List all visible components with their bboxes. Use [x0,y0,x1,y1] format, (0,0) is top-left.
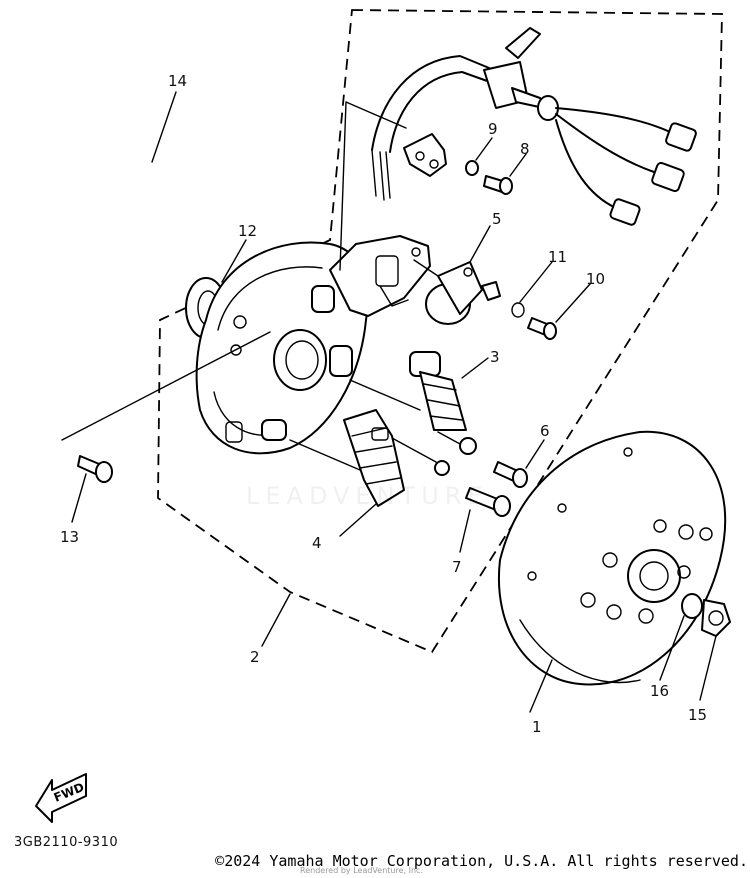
diagram-code: 3GB2110-9310 [14,835,119,850]
clamp-part [481,261,553,318]
nut-15-part [699,599,731,701]
washer-9-part [465,137,493,176]
screw-13-part [61,331,271,523]
callout-15: 15 [688,706,707,724]
wiring-harness-part [339,27,697,271]
callout-6: 6 [540,422,550,440]
callout-5: 5 [492,210,502,228]
lighting-coil-part [289,409,450,537]
pickup-coil-part [413,225,491,325]
callout-9: 9 [488,120,498,138]
callout-16: 16 [650,682,669,700]
watermark: LEADVENTURE [246,482,489,510]
o-ring-part [31,91,197,352]
render-credit: Rendered by LeadVenture, Inc. [300,866,423,875]
callout-12: 12 [238,222,257,240]
callout-1: 1 [532,718,542,736]
callout-11: 11 [548,248,567,266]
charge-coil-part [349,351,489,455]
callout-14: 14 [168,72,187,90]
callout-13: 13 [60,528,79,546]
bolt-6-part [493,439,545,488]
callout-7: 7 [452,558,462,576]
callout-3: 3 [490,348,500,366]
callout-2: 2 [250,648,260,666]
bolt-7-part [459,487,511,553]
screw-10-part [527,283,591,340]
copyright-notice: ©2024 Yamaha Motor Corporation, U.S.A. A… [215,852,748,870]
screw-8-upper-part [483,153,527,195]
callout-10: 10 [586,270,605,288]
washer-16-part [659,593,703,681]
forward-direction-arrow: FWD [35,773,87,823]
callout-4: 4 [312,534,322,552]
callout-8-upper: 8 [520,140,530,158]
stator-base-part [195,235,431,647]
flywheel-rotor-part [497,430,727,713]
